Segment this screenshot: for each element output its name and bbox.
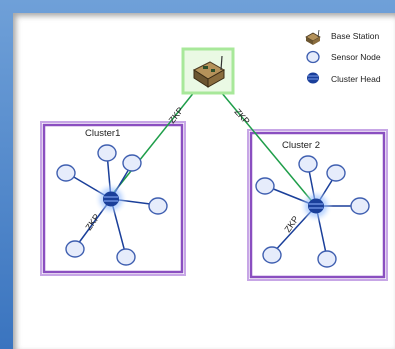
cluster-1-head: [103, 191, 119, 207]
sensor-node: [326, 164, 346, 182]
sensor-node: [317, 250, 337, 268]
cluster-2-box-outer: [247, 129, 388, 281]
cluster-2-head: [308, 198, 324, 214]
legend-base-station-label: Base Station: [331, 31, 379, 41]
sensor-node: [148, 197, 168, 215]
sensor-node: [122, 154, 142, 172]
legend-sensor-node-label: Sensor Node: [331, 52, 381, 62]
sensor-node: [262, 246, 282, 264]
legend-cluster-head-icon: [307, 72, 319, 84]
sensor-node: [350, 197, 370, 215]
cluster-1-box-outer: [40, 121, 186, 276]
uplink-right-zkp-label: ZKP: [233, 107, 252, 127]
legend-sensor-node-icon: [306, 50, 320, 64]
sensor-node: [65, 240, 85, 258]
sensor-node: [56, 164, 76, 182]
sensor-node: [255, 177, 275, 195]
legend-base-station-icon: [305, 29, 321, 45]
cluster-1-box: [42, 123, 184, 274]
sensor-node: [116, 248, 136, 266]
legend-cluster-head-label: Cluster Head: [331, 74, 381, 84]
base-station-icon: [192, 55, 226, 88]
cluster-2-zkp-label: ZKP: [282, 214, 300, 234]
sensor-node: [298, 155, 318, 173]
uplink-left-line: [110, 85, 200, 197]
uplink-right-line: [215, 85, 316, 206]
cluster-1-label: Cluster1: [85, 128, 120, 139]
sensor-node: [97, 144, 117, 162]
cluster-2-box: [249, 131, 386, 279]
cluster-2-label: Cluster 2: [282, 140, 320, 151]
